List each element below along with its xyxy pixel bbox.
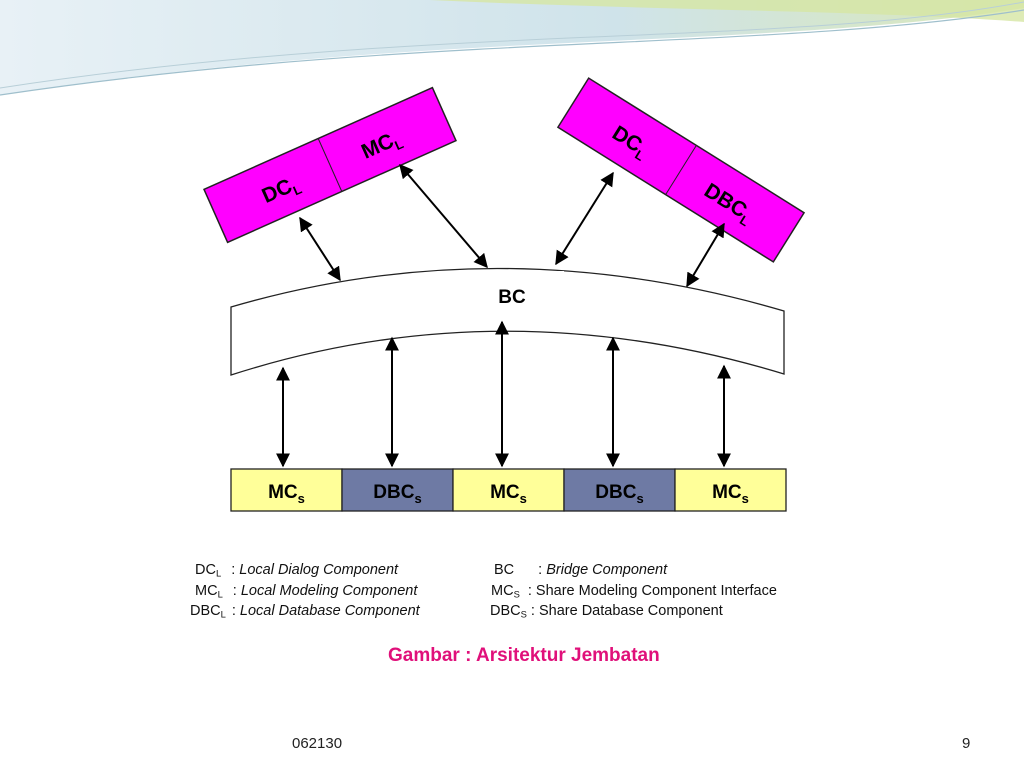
legend-term-sub: L <box>217 588 223 600</box>
arrow-left-mc-bridge <box>399 163 488 269</box>
legend-term-sub: L <box>215 567 222 579</box>
legend-desc: Local Dialog Component <box>239 562 399 578</box>
right-component-box: DCL DBCL <box>556 77 806 263</box>
header-swoosh <box>0 0 1024 96</box>
legend-desc: Share Modeling Component Interface <box>535 583 777 599</box>
arrow-left-dc-bridge <box>299 216 341 282</box>
arrow-right-dc-bridge <box>555 171 614 266</box>
bottom-cell-label: MCs <box>712 482 749 506</box>
legend-term-sub: S <box>520 608 527 620</box>
bottom-cell-label: MCs <box>490 482 527 506</box>
bottom-cell-label: DBCs <box>595 482 643 506</box>
left-component-box: DCL MCL <box>203 86 457 244</box>
bottom-component-row: MCs DBCs MCs DBCs MCs <box>230 468 787 512</box>
legend-item-dbcs: DBCS: Share Database Component <box>490 603 723 620</box>
legend-term-sub: S <box>513 588 520 600</box>
bottom-cell-1: MCs <box>230 468 343 512</box>
legend-item-dbcl: DBCL: Local Database Component <box>190 603 420 620</box>
legend-item-mcl: MCL: Local Modeling Component <box>195 583 418 600</box>
legend-item-dcl: DCL: Local Dialog Component <box>195 562 399 579</box>
bottom-cell-2: DBCs <box>341 468 454 512</box>
legend-term: BC <box>494 562 515 578</box>
bottom-cell-3: MCs <box>452 468 565 512</box>
page-number: 9 <box>962 735 971 752</box>
bridge-label-background <box>462 271 564 317</box>
legend-desc: Share Database Component <box>538 603 723 619</box>
legend-term: DBC <box>190 603 221 619</box>
arrow-right-dbc-bridge <box>686 222 725 288</box>
bottom-cell-5: MCs <box>674 468 787 512</box>
legend-item-mcs: MCS: Share Modeling Component Interface <box>491 583 777 600</box>
bottom-cell-4: DBCs <box>563 468 676 512</box>
legend-item-bc: BC: Bridge Component <box>494 562 668 578</box>
legend-term-sub: L <box>220 608 226 620</box>
figure-caption: Gambar : Arsitektur Jembatan <box>388 645 660 666</box>
legend-desc: Local Database Component <box>239 603 420 619</box>
legend-term: MC <box>195 583 218 599</box>
legend-term: MC <box>491 583 514 599</box>
bridge-label: BC <box>498 287 526 308</box>
bottom-cell-label: MCs <box>268 482 305 506</box>
bottom-cell-label: DBCs <box>373 482 421 506</box>
legend-term: DBC <box>490 603 521 619</box>
legend-term: DC <box>195 562 216 578</box>
legend-desc: Bridge Component <box>546 562 668 578</box>
legend-desc: Local Modeling Component <box>240 583 418 599</box>
footer-code: 062130 <box>292 735 343 752</box>
legend-panel: DCL: Local Dialog Component MCL: Local M… <box>178 538 888 690</box>
